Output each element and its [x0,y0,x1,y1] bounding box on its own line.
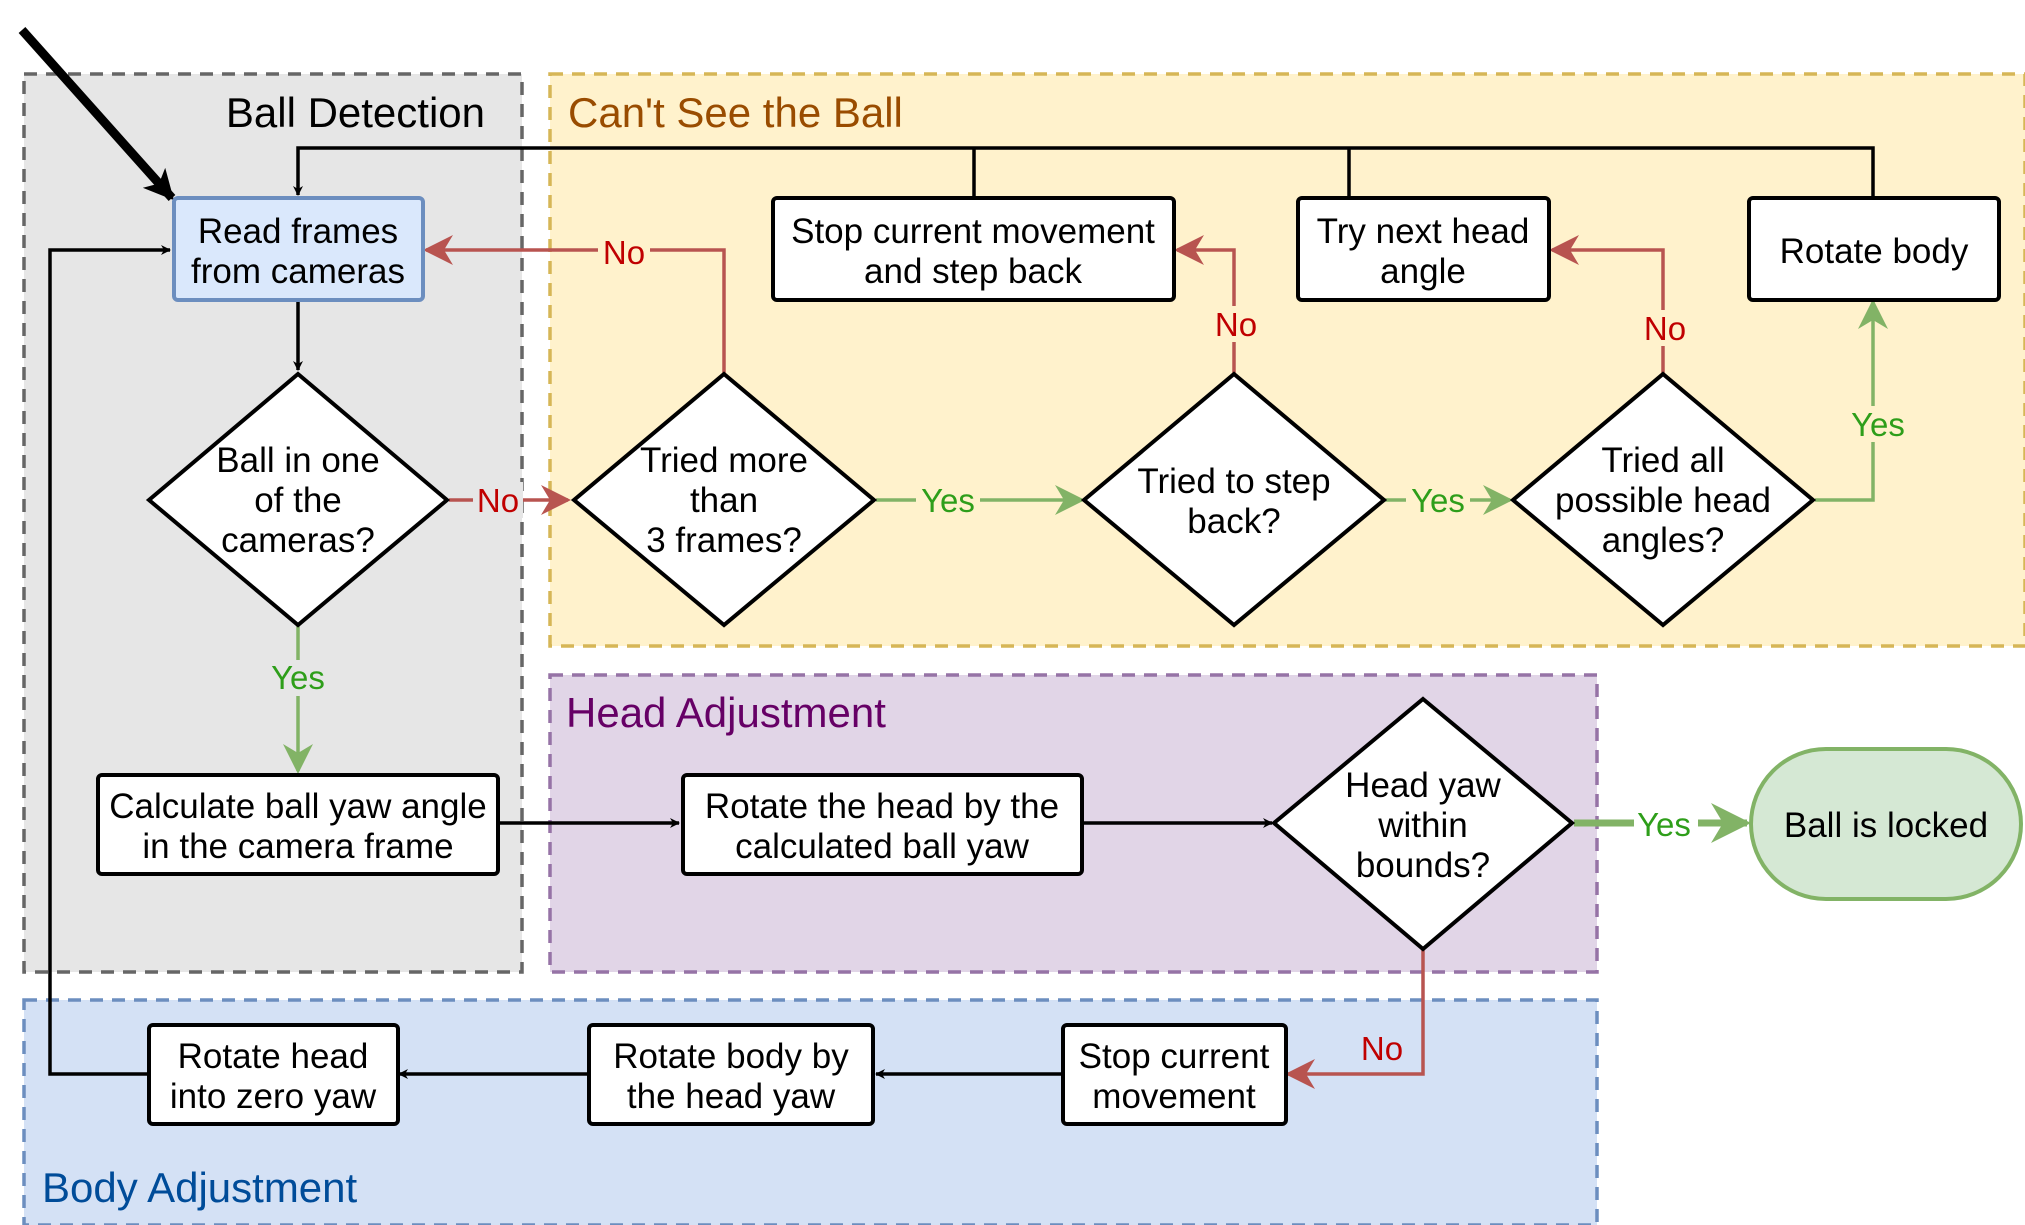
node-label: from cameras [191,252,405,291]
node-label: possible head [1555,481,1771,520]
node-label: Tried more [640,441,808,480]
edge-label-bg [1846,406,1910,442]
node-label: Ball is locked [1784,806,1988,845]
node-tried-frames[interactable]: Tried more than 3 frames? [570,371,878,628]
edge-label-bg [473,482,523,518]
node-label: 3 frames? [646,521,802,560]
node-label: Head yaw [1345,766,1501,805]
node-label: of the [254,481,342,520]
node-label: Read frames [198,212,398,251]
node-label: Tried all [1601,441,1724,480]
edge-return-loop [293,146,1875,197]
node-label: Stop current movement [791,212,1155,251]
node-label: in the camera frame [142,827,453,866]
node-label: cameras? [221,521,375,560]
node-read-frames[interactable]: Read frames from cameras [172,196,425,302]
node-label: Rotate body [1780,232,1969,271]
edge-label-no: No [603,234,645,271]
edge-label-bg [1406,482,1470,518]
edge-label-bg [1640,310,1690,346]
node-calc-yaw[interactable]: Calculate ball yaw angle in the camera f… [96,773,500,876]
edge-label-bg [266,660,330,696]
node-label: Rotate body by [613,1037,849,1076]
edge-bounds-no [1285,949,1425,1089]
node-rotate-head-zero[interactable]: Rotate head into zero yaw [147,1023,400,1126]
group-title-head-adjustment: Head Adjustment [566,689,886,736]
edge-label-bg [598,232,650,268]
edge-label-bg [1356,1030,1408,1066]
node-label: Stop current [1079,1037,1270,1076]
edge-label-bg [1210,306,1260,342]
node-label: Try next head [1317,212,1530,251]
node-try-next-head[interactable]: Try next head angle [1296,196,1551,302]
node-head-yaw-bounds[interactable]: Head yaw within bounds? [1270,696,1576,952]
node-label: angles? [1602,521,1725,560]
edge-label-no: No [1361,1030,1403,1067]
node-label: back? [1187,502,1280,541]
edge-label-yes: Yes [271,659,325,696]
edge-label-yes: Yes [1411,482,1465,519]
edge-zero-to-read [48,245,171,1076]
node-label: Rotate head [178,1037,369,1076]
node-label: the head yaw [627,1077,836,1116]
entry-arrow [18,27,176,201]
group-title-ball-detection: Ball Detection [226,89,485,136]
node-label: movement [1092,1077,1256,1116]
node-label: Calculate ball yaw angle [109,787,486,826]
node-label: calculated ball yaw [735,827,1029,866]
group-title-body-adjustment: Body Adjustment [42,1164,358,1211]
node-rotate-body[interactable]: Rotate body [1747,196,2001,302]
node-rotate-body-head[interactable]: Rotate body by the head yaw [587,1023,875,1126]
node-label: than [690,481,758,520]
edge-frames-no [423,235,726,374]
node-ball-in-cameras[interactable]: Ball in one of the cameras? [145,371,451,628]
node-tried-step-back[interactable]: Tried to step back? [1080,371,1388,628]
node-stop-step-back[interactable]: Stop current movement and step back [771,196,1176,302]
node-label: into zero yaw [170,1077,377,1116]
node-label: within [1377,806,1467,845]
node-label: angle [1380,252,1466,291]
node-rotate-head-yaw[interactable]: Rotate the head by the calculated ball y… [681,773,1084,876]
edge-label-yes: Yes [921,482,975,519]
edge-label-bg [1634,806,1698,842]
node-stop-movement[interactable]: Stop current movement [1061,1023,1288,1126]
node-label: Ball in one [216,441,379,480]
edge-label-yes: Yes [1637,806,1691,843]
node-label: Tried to step [1137,462,1330,501]
edge-label-no: No [1215,306,1257,343]
edge-label-yes: Yes [1851,406,1905,443]
node-label: and step back [864,252,1082,291]
node-label: bounds? [1356,846,1490,885]
node-label: Rotate the head by the [705,787,1059,826]
edge-head-angles-yes [1815,299,1888,502]
edge-label-bg [916,482,980,518]
edge-label-no: No [477,482,519,519]
node-tried-all-head[interactable]: Tried all possible head angles? [1509,371,1817,628]
edge-label-no: No [1644,310,1686,347]
node-ball-locked[interactable]: Ball is locked [1749,747,2023,901]
group-title-cant-see-ball: Can't See the Ball [568,89,903,136]
